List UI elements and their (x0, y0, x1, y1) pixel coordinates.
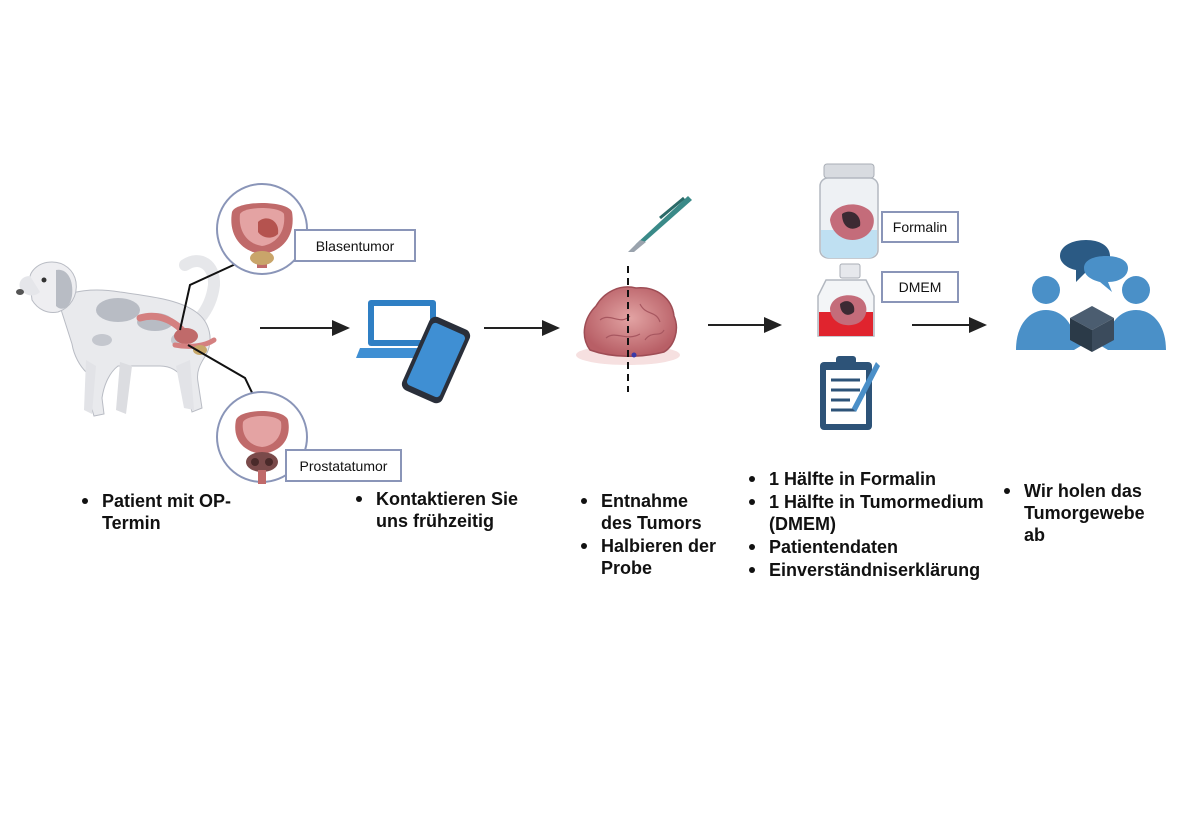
step-4-bullet-1: 1 Hälfte in Formalin (747, 468, 992, 490)
label-bladder-tumor: Blasentumor (294, 229, 416, 262)
step-4-caption: 1 Hälfte in Formalin 1 Hälfte in Tumorme… (747, 468, 992, 582)
step-4-bullet-4: Einverständniserklärung (747, 559, 992, 581)
people-exchange-icon (1016, 240, 1166, 352)
step-4-bullet-2: 1 Hälfte in Tumormedium (DMEM) (747, 491, 992, 535)
clipboard-icon (820, 356, 880, 430)
prostate-icon (216, 391, 308, 484)
smartphone-icon (401, 316, 471, 404)
label-formalin: Formalin (881, 211, 959, 243)
step-2-caption: Kontaktieren Sie uns frühzeitig (354, 488, 539, 533)
step-3-bullet-1: Entnahme des Tumors (579, 490, 724, 534)
tumor-icon (576, 266, 680, 392)
step-3-caption: Entnahme des Tumors Halbieren der Probe (579, 490, 724, 580)
step-5-bullet-1: Wir holen das Tumorgewebe ab (1002, 480, 1162, 546)
dmem-bottle-icon (817, 263, 875, 337)
step-1-bullet-1: Patient mit OP-Termin (80, 490, 255, 534)
step-5-caption: Wir holen das Tumorgewebe ab (1002, 480, 1162, 547)
label-prostate-tumor: Prostatatumor (285, 449, 402, 482)
step-2-bullet-1: Kontaktieren Sie uns frühzeitig (354, 488, 539, 532)
step-4-bullet-3: Patientendaten (747, 536, 992, 558)
step-1-caption: Patient mit OP-Termin (80, 490, 255, 535)
formalin-jar-icon (819, 163, 879, 259)
arrows (260, 317, 987, 336)
dog-icon (16, 255, 220, 417)
step-3-bullet-2: Halbieren der Probe (579, 535, 724, 579)
scalpel-icon (628, 196, 692, 252)
laptop-icon (356, 300, 448, 358)
label-dmem: DMEM (881, 271, 959, 303)
